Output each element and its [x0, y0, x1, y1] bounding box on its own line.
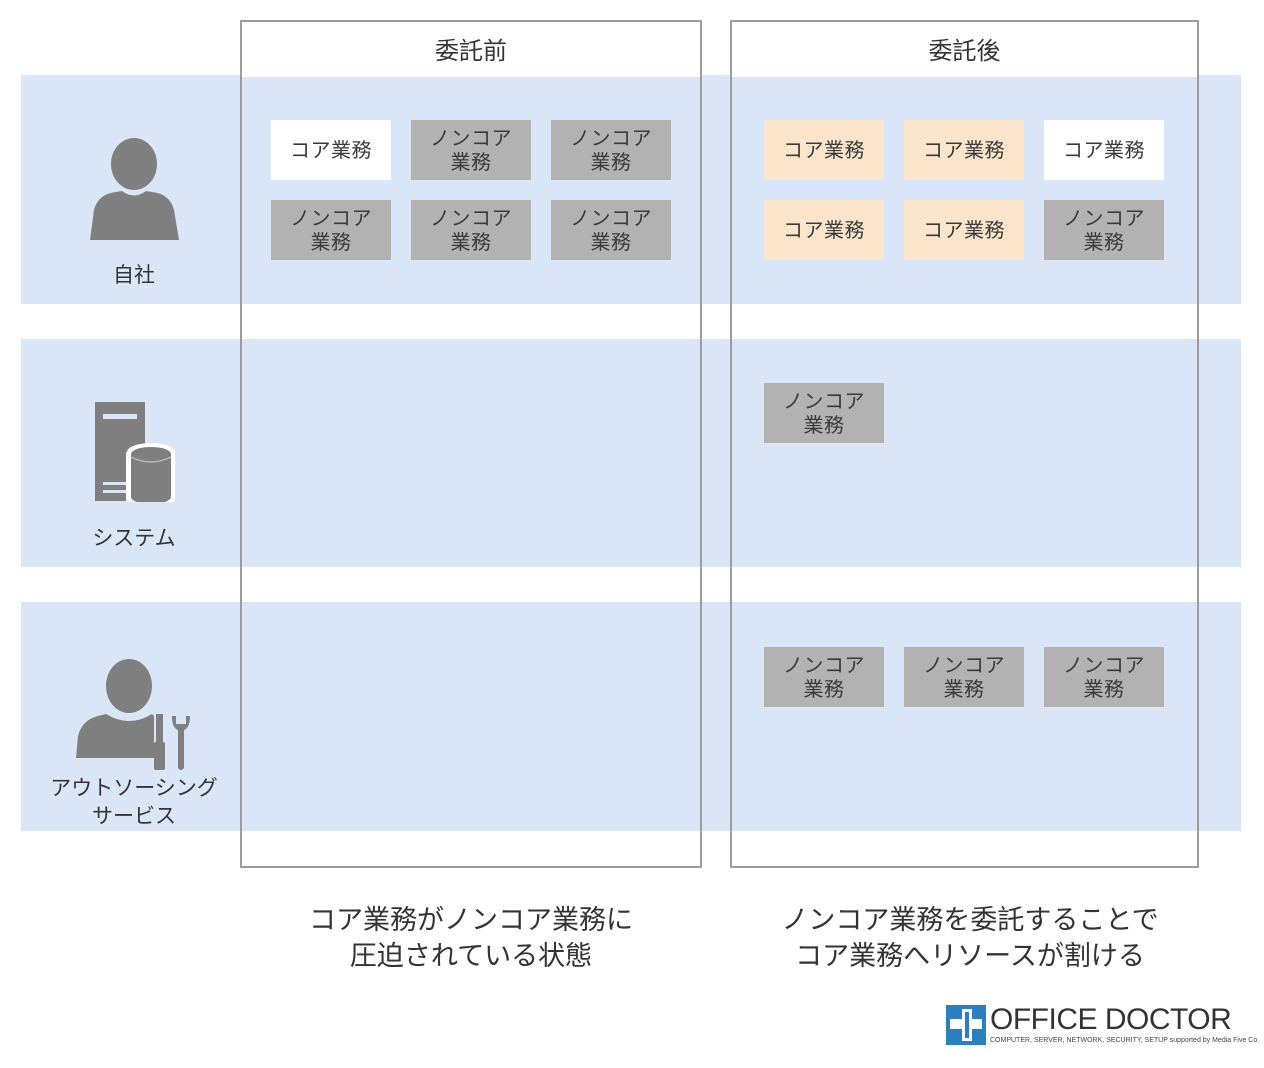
office-doctor-logo: OFFICE DOCTOR COMPUTER, SERVER, NETWORK,… — [946, 1003, 1259, 1051]
task-box-core-highlight: コア業務 — [764, 120, 884, 180]
company-row-band — [21, 75, 1241, 304]
task-box-noncore: ノンコア 業務 — [1044, 647, 1164, 707]
task-box-core: コア業務 — [1044, 120, 1164, 180]
person-icon — [90, 138, 179, 240]
server-database-icon — [95, 402, 175, 502]
task-box-noncore: ノンコア 業務 — [904, 647, 1024, 707]
task-box-noncore: ノンコア 業務 — [764, 647, 884, 707]
task-box-noncore: ノンコア 業務 — [411, 120, 531, 180]
before-caption: コア業務がノンコア業務に 圧迫されている状態 — [309, 905, 633, 972]
task-box-noncore: ノンコア 業務 — [551, 200, 671, 260]
after-column-title: 委託後 — [732, 22, 1197, 77]
before-column-title: 委託前 — [242, 22, 700, 77]
logo-tagline: COMPUTER, SERVER, NETWORK, SECURITY, SET… — [990, 1037, 1260, 1044]
task-box-noncore: ノンコア 業務 — [764, 383, 884, 443]
actor-label-outsourcing: アウトソーシング サービス — [50, 776, 218, 828]
task-box-core-highlight: コア業務 — [904, 120, 1024, 180]
outsourcing-row-band — [21, 602, 1241, 831]
task-box-noncore: ノンコア 業務 — [551, 120, 671, 180]
after-column: 委託後 — [730, 20, 1199, 868]
task-box-core: コア業務 — [271, 120, 391, 180]
task-box-core-highlight: コア業務 — [764, 200, 884, 260]
technician-tools-icon — [76, 659, 190, 770]
system-row-band — [21, 339, 1241, 567]
medical-cross-logo-icon — [946, 1005, 986, 1045]
task-box-core-highlight: コア業務 — [904, 200, 1024, 260]
task-box-noncore: ノンコア 業務 — [411, 200, 531, 260]
after-caption: ノンコア業務を委託することで コア業務へリソースが割ける — [781, 905, 1159, 972]
task-box-noncore: ノンコア 業務 — [271, 200, 391, 260]
task-box-noncore: ノンコア 業務 — [1044, 200, 1164, 260]
actor-label-company: 自社 — [113, 263, 155, 287]
actor-label-system: システム — [92, 526, 176, 550]
before-column: 委託前 — [240, 20, 702, 868]
logo-name: OFFICE DOCTOR — [990, 1003, 1232, 1036]
